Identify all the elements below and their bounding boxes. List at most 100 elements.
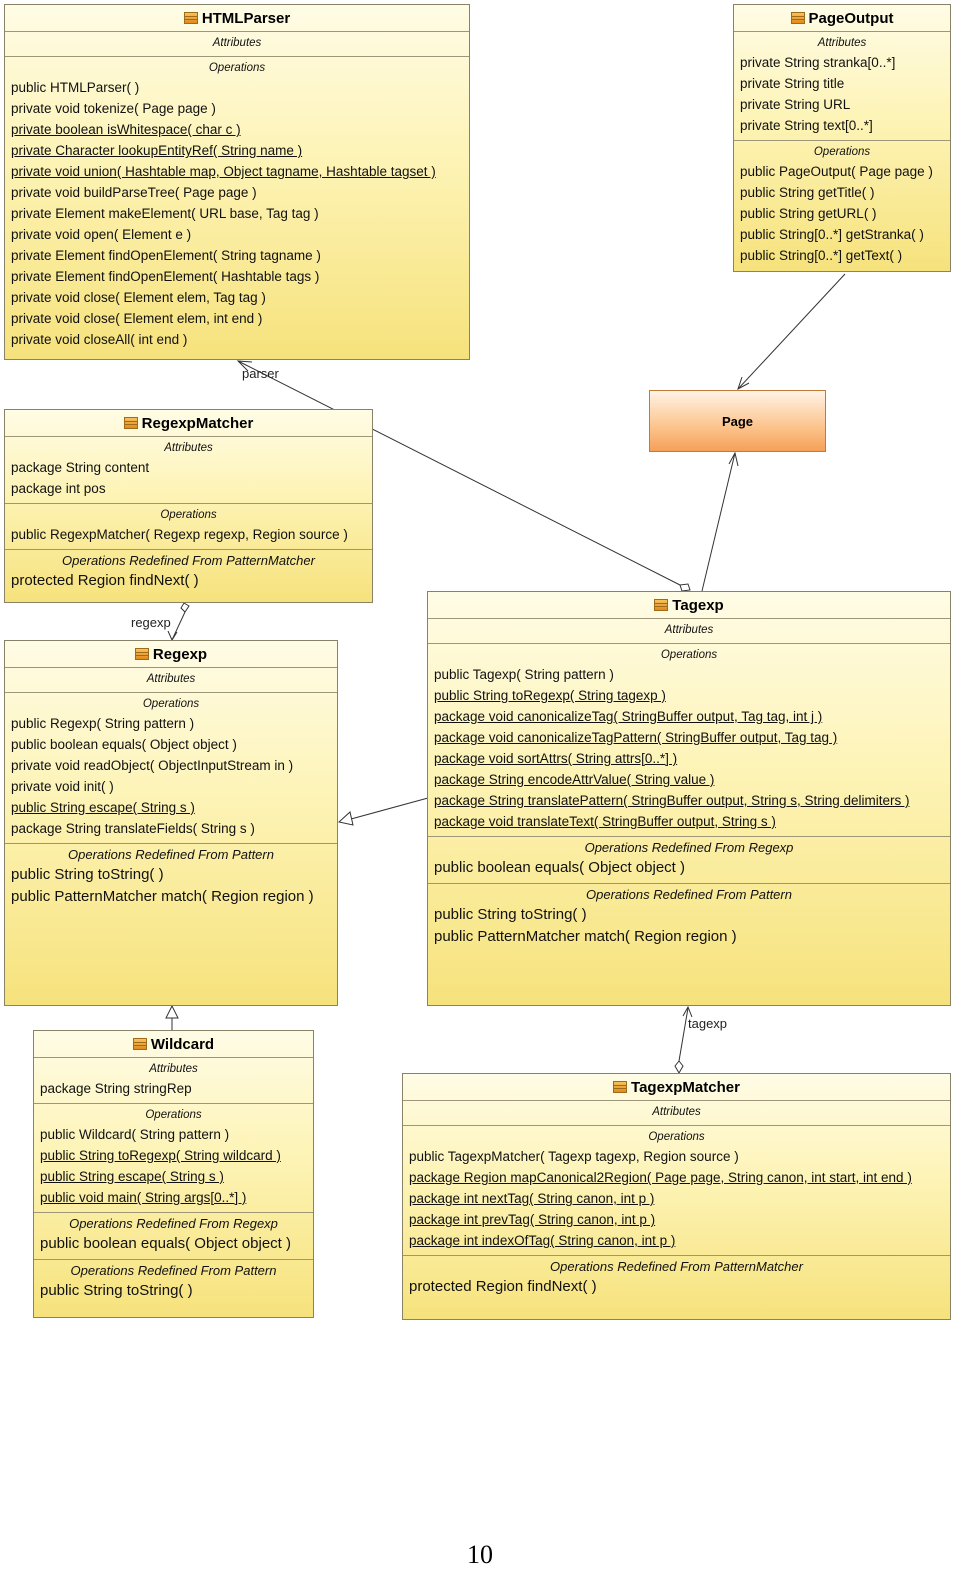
operation-row: private void open( Element e ): [11, 227, 192, 242]
class-icon: [134, 648, 149, 660]
redefined-operations-title: Operations Redefined From PatternMatcher: [62, 553, 315, 568]
operation-row: private Element findOpenElement( Hashtab…: [11, 269, 320, 284]
redefined-operations-title: Operations Redefined From Pattern: [70, 1263, 277, 1278]
attributes-title: Attributes: [664, 624, 714, 636]
class-icon: [183, 12, 198, 24]
operation-row: private void init( ): [11, 779, 114, 794]
attributes-section: Attributes: [403, 1101, 950, 1126]
operation-row: public void main( String args[0..*] ): [40, 1190, 247, 1205]
operation-row: package void translateText( StringBuffer…: [434, 814, 776, 829]
operation-row: public PageOutput( Page page ): [740, 164, 933, 179]
redefined-operations-section: Operations Redefined From PatternMatcher…: [5, 550, 372, 596]
attributes-section: Attributes: [5, 668, 337, 693]
tagexp-association-line: [678, 1007, 689, 1062]
attribute-row: package int pos: [11, 481, 106, 496]
operation-row: public PatternMatcher match( Region regi…: [11, 888, 314, 905]
operation-row: private void closeAll( int end ): [11, 332, 188, 347]
generalization-triangle-wildcard: [165, 1004, 179, 1019]
tagexp-regexp-generalization: [350, 797, 429, 820]
attributes-title: Attributes: [817, 37, 867, 49]
operations-title: Operations: [648, 1131, 705, 1143]
operation-row: public String toRegexp( String wildcard …: [40, 1148, 281, 1163]
operation-row: protected Region findNext( ): [409, 1278, 597, 1295]
operations-title: Operations: [813, 146, 871, 158]
operation-row: private Element makeElement( URL base, T…: [11, 206, 319, 221]
page-number: 10: [467, 1540, 493, 1569]
class-page-name: Page: [721, 413, 754, 429]
class-icon: [123, 417, 138, 429]
class-name: PageOutput: [808, 9, 894, 27]
attributes-title: Attributes: [146, 673, 196, 685]
operation-row: private Element findOpenElement( String …: [11, 248, 321, 263]
class-header: PageOutput: [734, 5, 950, 32]
operation-row: private void readObject( ObjectInputStre…: [11, 758, 294, 773]
operation-row: package void sortAttrs( String attrs[0..…: [434, 751, 678, 766]
redefined-operations-title: Operations Redefined From Regexp: [69, 1216, 278, 1231]
operation-row: package void canonicalizeTag( StringBuff…: [434, 709, 823, 724]
attribute-row: private String text[0..*]: [740, 118, 873, 133]
operation-row: public String toString( ): [11, 866, 164, 883]
operation-row: package int indexOfTag( String canon, in…: [409, 1233, 676, 1248]
attribute-row: private String stranka[0..*]: [740, 55, 896, 70]
operation-row: public boolean equals( Object object ): [11, 737, 237, 752]
redefined-operations-title: Operations Redefined From Pattern: [68, 847, 274, 862]
attribute-row: package String content: [11, 460, 150, 475]
attribute-row: package String stringRep: [40, 1081, 192, 1096]
parser-association-line: [237, 360, 681, 586]
class-name: Regexp: [152, 645, 208, 663]
regexp-diamond: [180, 602, 190, 613]
class-name: TagexpMatcher: [631, 1078, 740, 1096]
tagexp-arrowhead: [682, 1005, 693, 1018]
parser-diamond: [679, 583, 691, 592]
generalization-triangle-tagexp: [337, 811, 354, 826]
operation-row: protected Region findNext( ): [11, 572, 199, 589]
operation-row: private void union( Hashtable map, Objec…: [11, 164, 436, 179]
operation-row: private void tokenize( Page page ): [11, 101, 216, 116]
attributes-section: Attributes private String stranka[0..*] pr…: [734, 32, 950, 141]
operation-row: package String translateFields( String s…: [11, 821, 255, 836]
attributes-section: Attributes: [428, 619, 950, 644]
attributes-section: Attributes: [5, 32, 469, 57]
class-page[interactable]: Page: [649, 390, 826, 452]
operation-row: public String escape( String s ): [40, 1169, 224, 1184]
operation-row: public TagexpMatcher( Tagexp tagexp, Reg…: [409, 1149, 739, 1164]
operations-title: Operations: [142, 698, 200, 710]
class-icon: [654, 599, 669, 611]
redefined-operations-title: Operations Redefined From Pattern: [586, 887, 792, 902]
operation-row: public Regexp( String pattern ): [11, 716, 195, 731]
operations-section: Operations public PageOutput( Page page )…: [734, 141, 950, 270]
pageoutput-page-arrowhead: [737, 376, 750, 391]
tagexp-page-arrowhead: [728, 451, 739, 467]
redefined-operations-section: Operations Redefined From Pattern public …: [34, 1260, 313, 1306]
operation-row: private void close( Element elem, Tag ta…: [11, 290, 266, 305]
class-name: HTMLParser: [201, 9, 291, 27]
operation-row: package int nextTag( String canon, int p…: [409, 1191, 655, 1206]
operations-title: Operations: [160, 509, 217, 521]
class-header: Tagexp: [428, 592, 950, 619]
operation-row: private boolean isWhitespace( char c ): [11, 122, 241, 137]
class-name: Tagexp: [672, 596, 724, 614]
tagexp-diamond: [674, 1060, 684, 1075]
class-icon: [132, 1038, 147, 1050]
parser-arrowhead: [236, 360, 253, 372]
tagexp-label: tagexp: [688, 1016, 728, 1031]
operation-row: public String toString( ): [40, 1282, 193, 1299]
pageoutput-page-line: [737, 273, 846, 390]
attributes-title: Attributes: [652, 1106, 701, 1118]
operation-row: public String getTitle( ): [740, 185, 875, 200]
operation-row: public boolean equals( Object object ): [40, 1235, 291, 1252]
operation-row: private void close( Element elem, int en…: [11, 311, 263, 326]
operations-title: Operations: [145, 1109, 202, 1121]
